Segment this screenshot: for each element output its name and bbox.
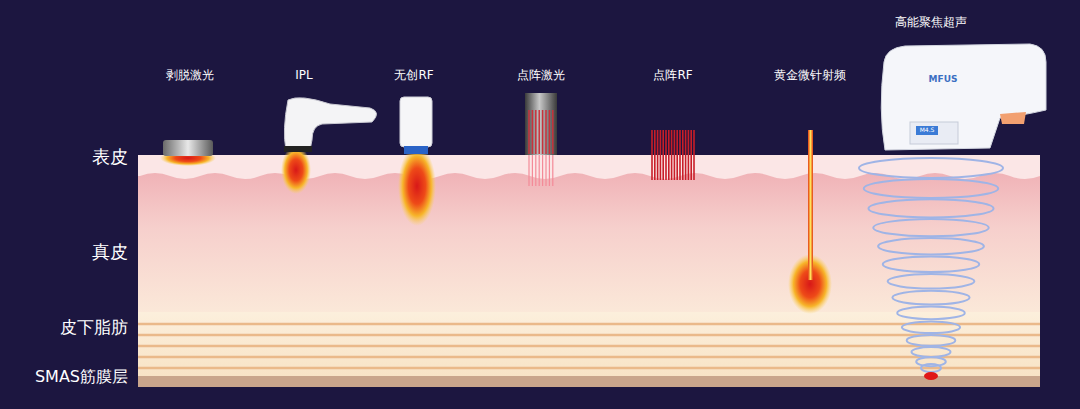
device-label: 剥脱激光 bbox=[166, 69, 214, 82]
ultrasound-ring bbox=[864, 179, 998, 198]
ultrasound-ring bbox=[892, 291, 969, 305]
laser-stripe bbox=[535, 110, 537, 154]
laser-beam bbox=[549, 155, 550, 186]
layer-label: 皮下脂肪 bbox=[60, 318, 128, 337]
rf-needle bbox=[665, 130, 667, 180]
device-label: 点阵RF bbox=[653, 69, 692, 82]
ultrasound-ring bbox=[859, 158, 1003, 178]
layer-label: 真皮 bbox=[92, 242, 128, 262]
ultrasound-ring bbox=[873, 219, 988, 236]
laser-stripe bbox=[549, 110, 551, 154]
rf-needle bbox=[690, 130, 692, 180]
rf-needle bbox=[657, 130, 659, 180]
ultrasound-ring bbox=[907, 335, 956, 346]
model-text: M4.S bbox=[920, 127, 935, 134]
laser-stripe bbox=[538, 110, 540, 154]
layer-label: SMAS筋膜层 bbox=[35, 368, 128, 386]
laser-beam bbox=[539, 155, 540, 186]
ultrasound-ring bbox=[883, 257, 979, 272]
laser-stripe bbox=[545, 110, 547, 154]
ultrasound-ring bbox=[921, 364, 941, 372]
rf-needle bbox=[662, 130, 664, 180]
device-label: 点阵激光 bbox=[517, 69, 565, 82]
device-label: 高能聚焦超声 bbox=[895, 16, 967, 29]
rf-needle bbox=[679, 130, 681, 180]
laser-beam bbox=[542, 155, 543, 186]
rf-needle bbox=[660, 130, 662, 180]
rf-needle bbox=[685, 130, 687, 180]
layer-label: 表皮 bbox=[92, 147, 128, 167]
rf-needle bbox=[674, 130, 676, 180]
ultrasound-ring bbox=[912, 347, 951, 357]
laser-stripe bbox=[528, 110, 530, 154]
laser-beam bbox=[545, 155, 546, 186]
laser-beam bbox=[552, 155, 553, 186]
device-label: 黄金微针射频 bbox=[774, 69, 846, 82]
rf-needle bbox=[682, 130, 684, 180]
rf-needle bbox=[668, 130, 670, 180]
laser-stripe bbox=[542, 110, 544, 154]
ultrasound-ring bbox=[902, 322, 960, 334]
laser-stripe bbox=[532, 110, 534, 154]
device-label: IPL bbox=[295, 69, 312, 82]
rf-needle bbox=[688, 130, 690, 180]
laser-beam bbox=[535, 155, 536, 186]
brand-text: MFUS bbox=[929, 75, 958, 85]
ultrasound-ring bbox=[878, 238, 984, 254]
rf-needle bbox=[654, 130, 656, 180]
laser-beam bbox=[532, 155, 533, 186]
rf-needle bbox=[651, 130, 653, 180]
ultrasound-ring bbox=[888, 274, 975, 288]
ultrasound-ring bbox=[869, 199, 994, 217]
laser-stripe bbox=[552, 110, 554, 154]
device-label: 无创RF bbox=[394, 69, 433, 82]
rf-needle bbox=[671, 130, 673, 180]
laser-beam bbox=[528, 155, 529, 186]
rf-needle bbox=[676, 130, 678, 180]
ultrasound-ring bbox=[897, 307, 965, 320]
rf-needle bbox=[693, 130, 695, 180]
